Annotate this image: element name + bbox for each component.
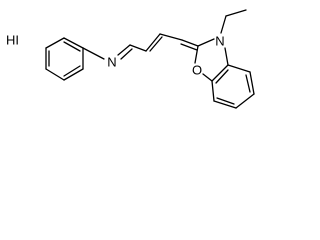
counterion-label: HI bbox=[6, 33, 19, 48]
structure-canvas: HI N bbox=[0, 0, 279, 133]
ring-nitrogen-label: N bbox=[215, 34, 224, 49]
ring-oxygen-label: O bbox=[192, 63, 202, 78]
chemical-structure-drawing: HI N bbox=[6, 9, 255, 109]
imine-nitrogen-label: N bbox=[107, 55, 116, 70]
phenyl-ring bbox=[45, 37, 84, 81]
phenyl-n-bond bbox=[82, 47, 105, 60]
methine-chain bbox=[117, 33, 199, 60]
benzoxazole-ring bbox=[194, 38, 255, 109]
ethyl-group bbox=[220, 9, 247, 34]
